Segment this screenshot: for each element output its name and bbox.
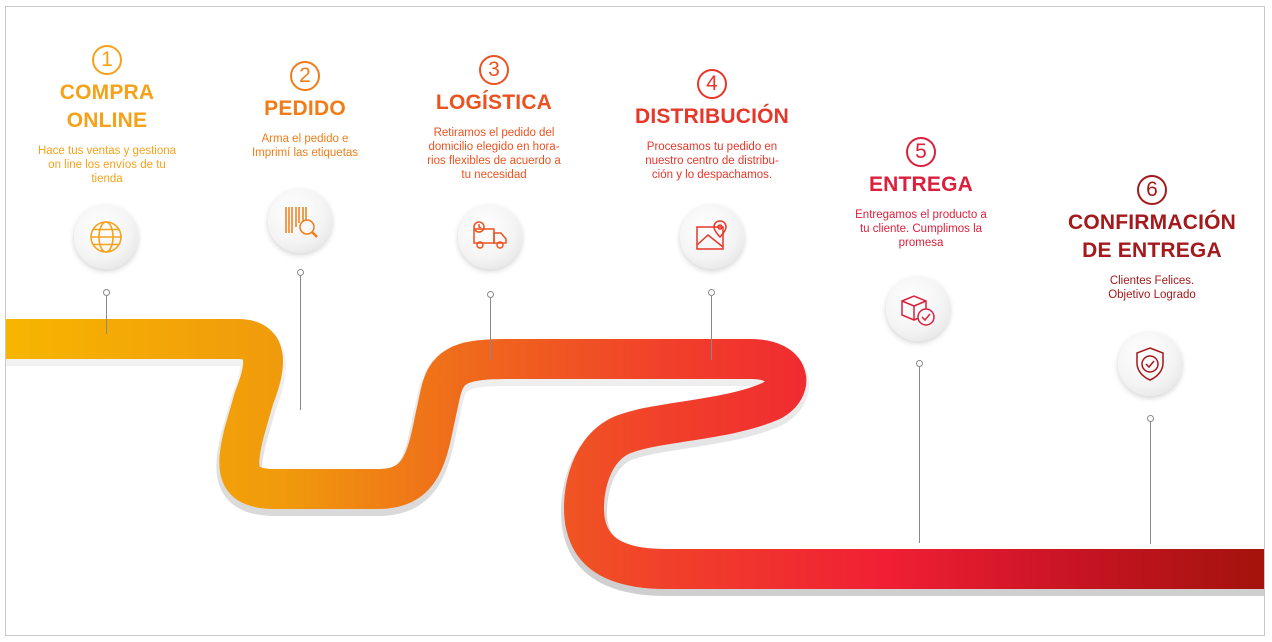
globe-icon xyxy=(90,221,122,253)
step-6-badge xyxy=(1118,332,1182,396)
step-description: Procesamos tu pedido en nuestro centro d… xyxy=(645,141,779,181)
step-title: PEDIDO xyxy=(264,97,346,120)
step-2-pin-dot xyxy=(297,269,304,276)
step-1-pin-dot xyxy=(103,289,110,296)
step-title: ENTREGA xyxy=(868,173,974,196)
step-3-pin xyxy=(490,298,491,360)
step-number: 3 xyxy=(479,55,509,85)
barcode-search-icon xyxy=(285,207,318,238)
step-5-badge xyxy=(886,277,950,341)
step-5-pin xyxy=(919,367,920,543)
step-4-pin xyxy=(711,296,712,360)
step-number: 6 xyxy=(1137,175,1167,205)
step-title: LOGÍSTICA xyxy=(435,91,553,114)
step-6: 6 CONFIRMACIÓN DE ENTREGA Clientes Felic… xyxy=(1052,175,1252,302)
step-2: 2 PEDIDO Arma el pedido e Imprimí las et… xyxy=(230,61,380,160)
step-5-pin-dot xyxy=(916,360,923,367)
step-title: DISTRIBUCIÓN xyxy=(634,105,790,128)
step-6-pin-dot xyxy=(1147,415,1154,422)
package-check-icon xyxy=(901,295,935,326)
step-2-badge xyxy=(268,189,332,253)
step-6-pin xyxy=(1150,422,1151,544)
delivery-truck-icon xyxy=(473,221,507,249)
step-5: 5 ENTREGA Entregamos el producto a tu cl… xyxy=(836,137,1006,250)
step-number: 4 xyxy=(697,69,727,99)
step-3-badge xyxy=(458,205,522,269)
roadmap-frame: 1 COMPRA ONLINE Hace tus ventas y gestio… xyxy=(5,6,1265,636)
step-description: Hace tus ventas y gestiona on line los e… xyxy=(37,145,177,185)
step-description: Retiramos el pedido del domicilio elegid… xyxy=(427,127,561,181)
step-title: COMPRA ONLINE xyxy=(59,81,155,132)
step-4: 4 DISTRIBUCIÓN Procesamos tu pedido en n… xyxy=(622,69,802,182)
step-number: 5 xyxy=(906,137,936,167)
step-description: Arma el pedido e Imprimí las etiquetas xyxy=(251,133,359,159)
shield-check-icon xyxy=(1136,347,1164,381)
step-2-pin xyxy=(300,276,301,410)
step-description: Clientes Felices. Objetivo Logrado xyxy=(1108,275,1196,301)
step-1: 1 COMPRA ONLINE Hace tus ventas y gestio… xyxy=(22,45,192,186)
step-4-badge xyxy=(680,205,744,269)
step-number: 1 xyxy=(92,45,122,75)
step-description: Entregamos el producto a tu cliente. Cum… xyxy=(855,209,987,249)
step-3-pin-dot xyxy=(487,291,494,298)
step-title: CONFIRMACIÓN DE ENTREGA xyxy=(1067,211,1237,262)
winding-road xyxy=(6,319,1264,596)
step-4-pin-dot xyxy=(708,289,715,296)
map-pin-icon xyxy=(696,220,727,250)
step-3: 3 LOGÍSTICA Retiramos el pedido del domi… xyxy=(409,55,579,182)
step-number: 2 xyxy=(290,61,320,91)
step-1-badge xyxy=(74,205,138,269)
step-1-pin xyxy=(106,296,107,334)
